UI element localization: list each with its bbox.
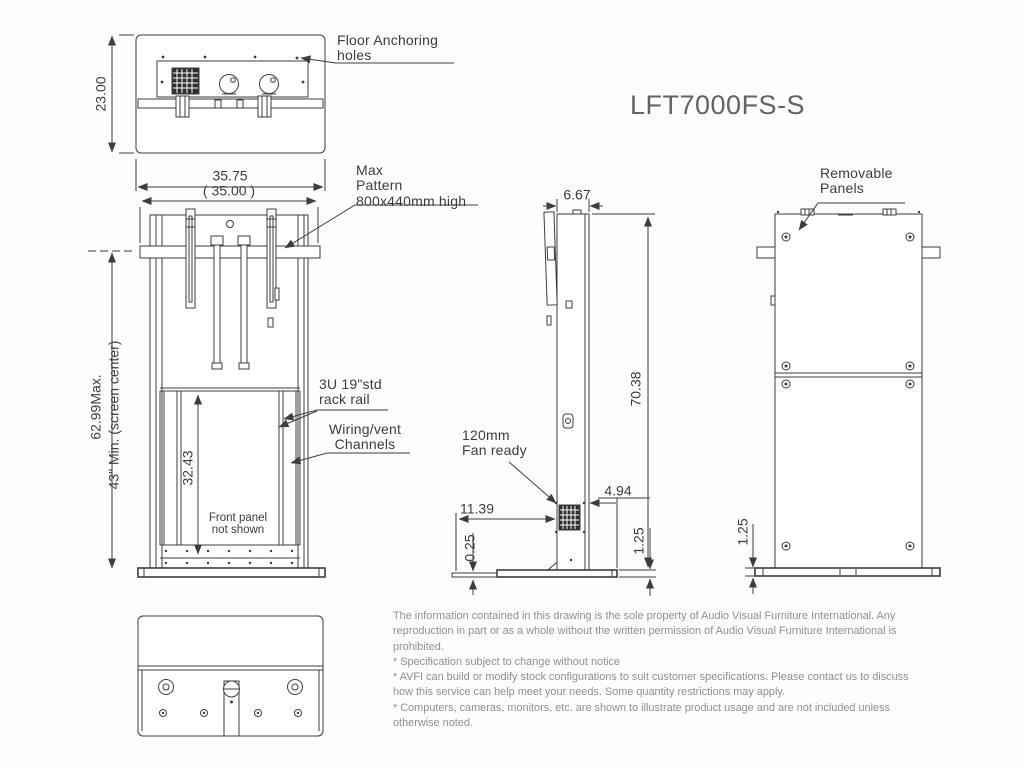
wiring-leader <box>290 452 410 465</box>
anchor-holes <box>158 679 303 695</box>
center-slot <box>223 680 240 737</box>
disclaimer-line: * AVFI can build or modify stock configu… <box>393 671 909 699</box>
rear-view <box>745 202 941 594</box>
side-bracket <box>543 211 558 306</box>
dim-front-height-max: 62.99Max. <box>87 374 104 440</box>
callout-wiring: Wiring/vent Channels <box>328 421 402 453</box>
disclaimer-line: * Computers, cameras, monitors, etc. are… <box>393 701 890 729</box>
dim-rear-base-height: 1.25 <box>734 518 751 546</box>
dim-top-width: 35.75 <box>212 167 248 184</box>
hanger-rod-right <box>237 235 251 370</box>
fan-leader <box>508 461 557 504</box>
floor-anchoring-leader <box>300 55 454 64</box>
dim-top-height: 23.00 <box>92 76 109 112</box>
tv-bracket-right <box>266 208 280 328</box>
removable-leader <box>798 202 905 231</box>
legal-disclaimer: The information contained in this drawin… <box>393 609 930 731</box>
callout-rack-rail: 3U 19"std rack rail <box>319 376 382 408</box>
dim-side-height: 70.38 <box>627 371 644 407</box>
dim-side-base-height: 1.25 <box>630 527 647 555</box>
panel-screws <box>781 232 915 551</box>
dim-base-front: 11.39 <box>460 500 494 517</box>
front-view <box>88 197 478 578</box>
dim-rear-offset: 4.94 <box>604 482 632 499</box>
front-panel-note: Front panel not shown <box>208 512 268 536</box>
front-base-holes <box>164 549 294 565</box>
rack-rail-leader <box>283 409 388 421</box>
dim-side-depth: 6.67 <box>563 186 591 203</box>
disclaimer-line: The information contained in this drawin… <box>393 610 897 653</box>
side-view <box>451 199 656 596</box>
callout-fan: 120mm Fan ready <box>462 427 527 459</box>
base-screws <box>159 709 302 717</box>
top-view <box>108 34 326 191</box>
bottom-view <box>137 615 324 737</box>
fan-grid <box>558 504 581 531</box>
callout-max-pattern: Max Pattern 800x440mm high <box>356 162 467 209</box>
rack-rail-leader-2 <box>278 410 318 428</box>
tv-bracket-left <box>185 208 196 309</box>
vent-grid-top <box>171 67 200 95</box>
dim-front-width-ref: ( 35.00 ) <box>202 182 256 199</box>
product-model-title: LFT7000FS-S <box>630 90 806 120</box>
dim-plate-thickness: 0.25 <box>461 534 478 562</box>
dim-front-height-min: 43" Min. (screen center) <box>105 340 122 490</box>
callout-floor-anchoring: Floor Anchoring holes <box>337 32 439 64</box>
max-pattern-leader <box>284 204 478 249</box>
dim-rack-opening: 32.43 <box>179 450 196 486</box>
disclaimer-line: * Specification subject to change withou… <box>393 655 621 668</box>
callout-removable: Removable Panels <box>820 165 893 197</box>
hanger-rod-left <box>210 235 224 370</box>
